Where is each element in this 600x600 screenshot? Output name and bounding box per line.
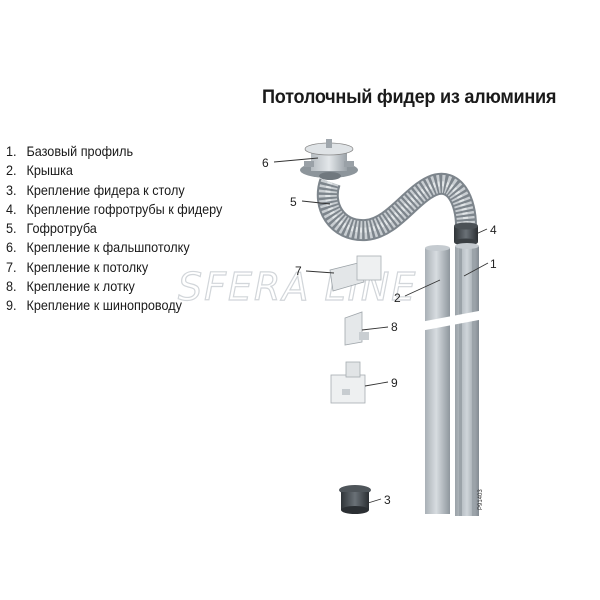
legend-item-2: 2. Крышка — [6, 161, 222, 180]
legend-label: Гофротруба — [26, 221, 97, 237]
callout-9: 9 — [391, 376, 398, 390]
legend-number: 8. — [6, 279, 17, 295]
legend-number: 9. — [6, 298, 17, 314]
callout-8: 8 — [391, 320, 398, 334]
legend-label: Крепление к фальшпотолку — [26, 240, 190, 256]
leader-9 — [364, 381, 389, 387]
parts-legend: 1. Базовый профиль 2. Крышка 3. Крепление ф… — [6, 142, 239, 316]
legend-label: Крышка — [26, 163, 73, 179]
callout-leaders — [273, 157, 489, 504]
legend-label: Крепление к шинопроводу — [26, 298, 182, 314]
leader-4 — [475, 228, 488, 235]
leader-7 — [305, 270, 335, 274]
table-mount — [339, 485, 371, 514]
legend-item-9: 9. Крепление к шинопроводу — [6, 296, 222, 315]
legend-item-7: 7. Крепление к потолку — [6, 258, 222, 277]
legend-item-3: 3. Крепление фидера к столу — [6, 181, 222, 200]
ceiling-mount — [300, 139, 358, 180]
callout-1: 1 — [490, 257, 497, 271]
tray-bracket — [344, 311, 369, 346]
legend-number: 6. — [6, 240, 17, 256]
leader-3 — [367, 498, 382, 504]
legend-item-4: 4. Крепление гофротрубы к фидеру — [6, 200, 222, 219]
legend-label: Крепление гофротрубы к фидеру — [26, 201, 223, 217]
legend-label: Крепление к лотку — [26, 279, 135, 295]
callout-4: 4 — [490, 223, 497, 237]
legend-label: Крепление к потолку — [26, 259, 149, 275]
callout-2: 2 — [394, 291, 401, 305]
legend-label: Крепление фидера к столу — [26, 182, 185, 198]
leader-8 — [361, 326, 389, 331]
legend-number: 5. — [6, 221, 17, 237]
callout-3: 3 — [384, 493, 391, 507]
callout-7: 7 — [295, 264, 302, 278]
feeder-poles — [415, 243, 500, 516]
legend-number: 1. — [6, 144, 17, 159]
leader-5 — [301, 200, 331, 205]
busbar-bracket — [330, 361, 366, 404]
legend-item-5: 5. Гофротруба — [6, 219, 222, 238]
legend-item-6: 6. Крепление к фальшпотолку — [6, 238, 222, 257]
hose-coupling — [454, 222, 478, 246]
legend-item-8: 8. Крепление к лотку — [6, 277, 222, 296]
legend-number: 7. — [6, 259, 17, 275]
leader-2 — [404, 279, 441, 297]
legend-label: Базовый профиль — [26, 144, 134, 159]
legend-number: 3. — [6, 182, 17, 198]
leader-6 — [273, 157, 319, 163]
legend-item-1: 1. Базовый профиль — [6, 142, 222, 161]
leader-1 — [463, 262, 489, 277]
figure-code: P91403 — [478, 489, 484, 510]
legend-number: 2. — [6, 163, 17, 179]
callout-6: 6 — [262, 156, 269, 170]
diagram-title: Потолочный фидер из алюминия — [262, 86, 557, 108]
ceiling-bracket — [329, 255, 382, 292]
legend-number: 4. — [6, 201, 17, 217]
corrugated-hose — [316, 172, 477, 242]
callout-5: 5 — [290, 195, 297, 209]
